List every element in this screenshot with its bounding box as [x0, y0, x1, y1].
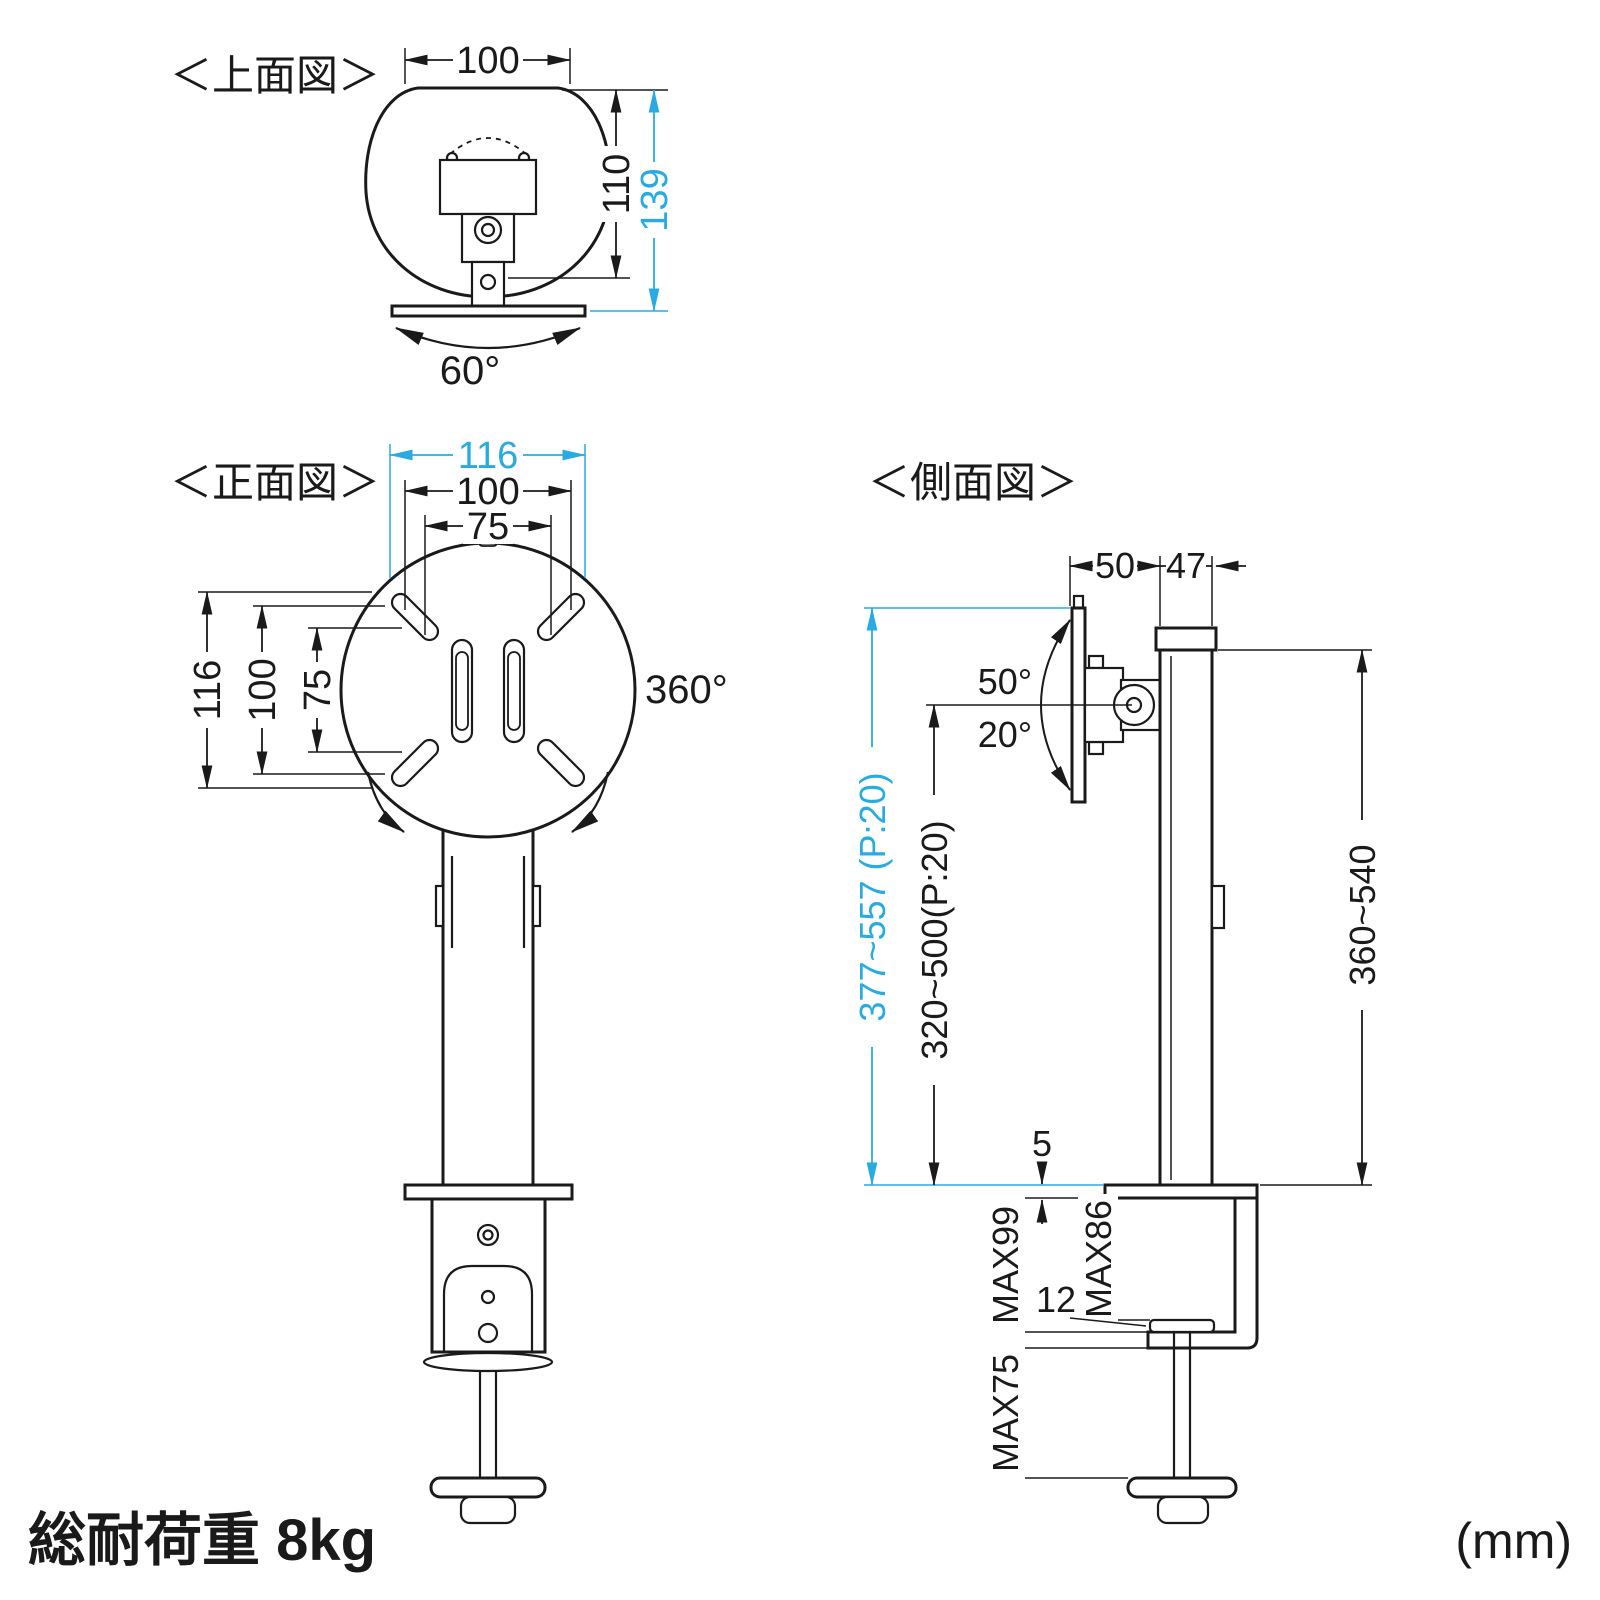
pole-cap-side: [1154, 626, 1218, 652]
top-view-label: ＜上面図＞: [170, 52, 380, 99]
top-view: ＜上面図＞ 100 110: [170, 40, 676, 393]
clamp-knob-stem-front: [459, 1495, 517, 1525]
pole-clip-left: [434, 884, 445, 928]
pivot-height-dim: 320~500(P:20): [914, 704, 955, 1186]
side-view: ＜側面図＞ 50 47: [852, 459, 1383, 1525]
pole-range-value: 360~540: [1342, 844, 1383, 985]
desk-plate-side: [1103, 1183, 1259, 1200]
front-vesa75-width-value: 75: [467, 506, 509, 548]
rotation-arrow-left: [366, 771, 405, 833]
swivel-angle-value: 60°: [440, 349, 501, 393]
front-view: ＜正面図＞ 360°: [170, 435, 728, 1525]
total-load-label: 総耐荷重 8kg: [28, 1508, 376, 1573]
clamp-max99-dim: MAX99: [985, 1195, 1148, 1335]
clamp-knob-bar-front: [429, 1476, 547, 1499]
footer: 総耐荷重 8kg (mm): [28, 1508, 1572, 1573]
vesa-plate-circle: [339, 541, 637, 839]
vesa-slot-top-right: [536, 592, 586, 642]
pole-side: [1154, 626, 1226, 1187]
hinge-neck-top: [470, 260, 506, 308]
pole-depth-value: 47: [1166, 545, 1206, 586]
tilt-up-value: 50°: [978, 661, 1032, 702]
vesa-slot-bottom-left: [390, 738, 440, 788]
pivot-height-value: 320~500(P:20): [914, 820, 955, 1059]
front-vesa75-height-value: 75: [297, 669, 339, 711]
clamp-pad-front: [422, 1351, 554, 1373]
top-bracket-outline: [364, 86, 612, 318]
unit-label: (mm): [1455, 1513, 1572, 1569]
front-view-label: ＜正面図＞: [170, 459, 380, 506]
monitor-plate-side: [1070, 594, 1087, 804]
total-height-value: 377~557 (P:20): [852, 772, 893, 1021]
pole-front: [434, 788, 542, 1187]
plate-offset-value: 50: [1095, 545, 1135, 586]
tilt-down-value: 20°: [978, 714, 1032, 755]
front-vesa100-width-value: 100: [456, 471, 519, 513]
top-depth-value: 110: [596, 154, 638, 215]
rotation-angle-value: 360°: [645, 668, 728, 712]
pole-range-dim: 360~540: [1218, 649, 1383, 1186]
side-top-dims: 50 47: [1069, 545, 1246, 626]
desk-clamp-side: [1103, 1183, 1259, 1525]
top-width-dim: 100: [404, 40, 571, 84]
vesa-slot-top-left: [390, 592, 440, 642]
front-plate-width-dim: 116: [389, 435, 586, 578]
plate-tab-side: [1072, 594, 1085, 610]
clamp-max86-dim: MAX86: [1078, 1194, 1150, 1324]
desk-plate-front: [403, 1183, 574, 1201]
rotation-arrow-right: [571, 771, 610, 833]
total-height-dim: 377~557 (P:20): [852, 607, 1103, 1186]
center-slot-left: [450, 638, 474, 744]
side-view-label: ＜側面図＞: [868, 459, 1078, 506]
front-vesa75-height-dim: 75: [297, 627, 402, 753]
vesa-plate-front: [339, 532, 637, 839]
pole-clip-side: [1210, 884, 1226, 930]
screw-max75-value: MAX75: [985, 1354, 1026, 1472]
screw-max75-dim: MAX75: [985, 1343, 1148, 1483]
desk-clamp-front: [403, 1183, 574, 1525]
front-plate-height-value: 116: [187, 660, 229, 721]
pad-thickness-value: 12: [1036, 1279, 1076, 1320]
tilt-dim: 50° 20°: [926, 619, 1132, 791]
front-plate-width-value: 116: [458, 435, 519, 477]
pad-thickness-dim: 12: [1036, 1279, 1147, 1327]
clamp-knob-bar-side: [1126, 1476, 1238, 1499]
front-vesa100-height-dim: 100: [242, 605, 385, 775]
front-vesa100-height-value: 100: [242, 658, 284, 721]
clamp-max99-value: MAX99: [985, 1206, 1026, 1324]
plate-thickness-value: 5: [1032, 1123, 1052, 1164]
clamp-knob-stem-side: [1156, 1495, 1210, 1525]
clamp-max86-value: MAX86: [1078, 1200, 1119, 1318]
hinge-swing-dashed-arc: [449, 137, 527, 155]
pole-clip-right: [531, 884, 542, 928]
center-slot-right: [502, 638, 526, 744]
top-depth-total-value: 139: [634, 168, 676, 231]
clamp-pad-side: [1148, 1318, 1216, 1334]
front-vesa75-width-dim: 75: [424, 506, 552, 635]
top-depth-dim: 110: [508, 89, 668, 279]
swivel-dim: 60°: [394, 326, 582, 393]
base-plate-top: [390, 304, 587, 318]
top-width-value: 100: [456, 40, 519, 82]
swivel-arc: [394, 326, 582, 350]
top-depth-total-dim: 139: [590, 89, 676, 312]
front-plate-height-dim: 116: [187, 591, 372, 789]
vesa-bracket-top: [438, 158, 538, 216]
front-vesa100-width-dim: 100: [404, 471, 572, 610]
